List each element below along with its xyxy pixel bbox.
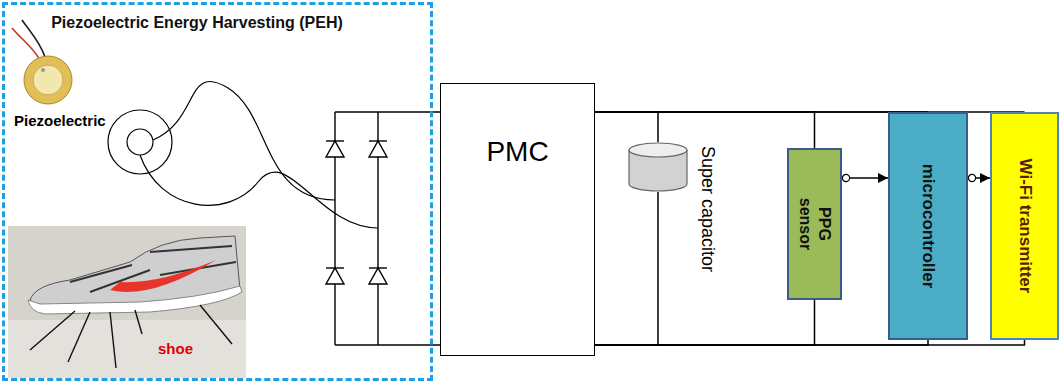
wire	[30, 311, 75, 350]
shoe-knit	[70, 246, 236, 292]
piezo-disc	[24, 56, 72, 104]
photo-label: shoe	[158, 340, 193, 358]
wire	[200, 305, 232, 344]
wire	[140, 155, 378, 228]
solder-dot	[41, 68, 45, 72]
label-anchor: shoe	[158, 340, 193, 358]
node-text: Wi-Fi transmitter	[1015, 126, 1035, 326]
node-text: PPG sensor	[796, 189, 834, 259]
photo-floor	[8, 320, 246, 378]
power-rail	[595, 300, 815, 345]
node-text: PMC	[441, 84, 594, 168]
diode-bar	[326, 267, 344, 268]
diode-bar	[369, 140, 387, 141]
label-anchor: Piezoelectric	[14, 112, 106, 130]
signal-arrow	[842, 177, 888, 179]
part-label: Piezoelectric	[14, 112, 106, 130]
shoe-photo	[8, 226, 246, 378]
piezo-symbol	[108, 81, 378, 228]
piezo-ceramic	[33, 65, 63, 95]
power-rail	[595, 340, 1025, 345]
wire	[153, 81, 335, 200]
capacitor-top	[629, 143, 687, 157]
diode-symbol	[326, 268, 344, 284]
piezo-outer-ring	[108, 110, 172, 174]
wire	[135, 310, 142, 334]
node-text: Super capacitor	[697, 134, 719, 284]
shoe-logo	[110, 260, 216, 292]
wire	[335, 111, 440, 112]
region-title: Piezoelectric Energy Harvesting (PEH)	[47, 13, 347, 33]
diode-bar	[326, 140, 344, 141]
capacitor-outline	[628, 142, 688, 192]
power-rail	[595, 112, 658, 142]
photo-ground	[8, 226, 246, 378]
wire	[110, 312, 116, 368]
diode-bar	[369, 267, 387, 268]
piezo-inner-ring	[127, 129, 153, 155]
capacitor-symbol: Super capacitor	[628, 142, 688, 192]
piezo-disc-photo	[12, 20, 72, 104]
wire	[68, 312, 90, 362]
diode-symbol	[369, 141, 387, 157]
transmitter-box: Wi-Fi transmitter	[990, 112, 1059, 340]
process-box: PMC	[440, 83, 595, 356]
region-box: Piezoelectric Energy Harvesting (PEH)	[2, 2, 433, 381]
controller-box: microcontroller	[888, 112, 968, 340]
diode-bridge	[326, 112, 440, 345]
wire	[12, 28, 40, 60]
wire	[22, 20, 45, 57]
power-rail	[595, 192, 658, 345]
diode-symbol	[369, 268, 387, 284]
node-text: microcontroller	[918, 126, 938, 326]
diode-symbol	[326, 141, 344, 157]
signal-arrow	[968, 177, 990, 179]
wire	[335, 344, 440, 345]
sensor-box: PPG sensor	[787, 148, 842, 300]
